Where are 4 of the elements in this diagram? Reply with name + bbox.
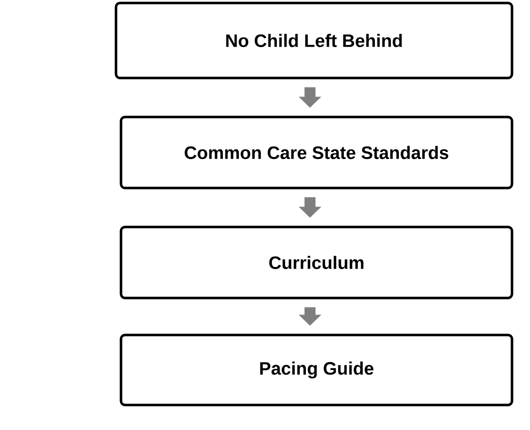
process-box: Pacing Guide: [120, 334, 514, 406]
process-box: No Child Left Behind: [114, 2, 514, 80]
process-box: Curriculum: [120, 226, 514, 300]
process-box: Common Care State Standards: [120, 116, 514, 190]
